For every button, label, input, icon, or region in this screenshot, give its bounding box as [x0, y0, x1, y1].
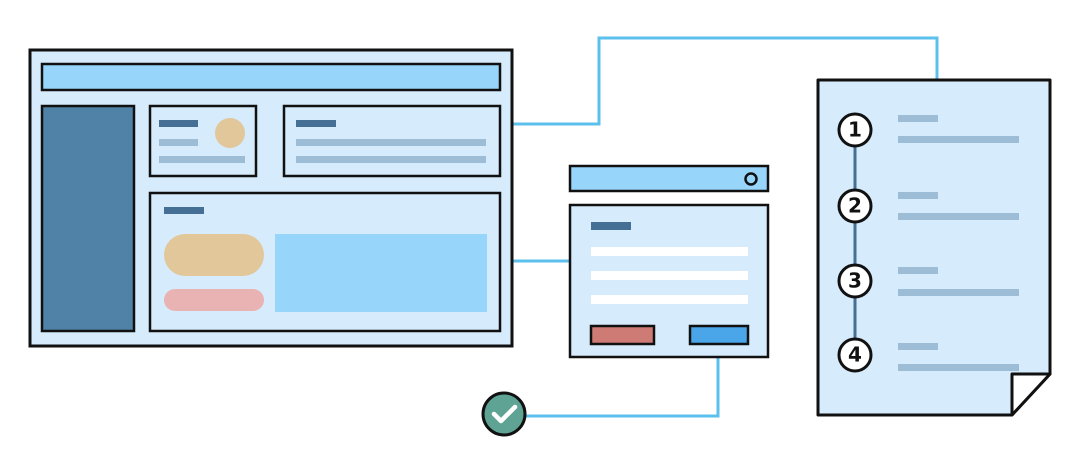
step-number-badge: [837, 112, 873, 148]
step-line: [898, 289, 1019, 296]
step-number: 2: [848, 194, 862, 218]
step-title: [898, 115, 938, 122]
dashboard-header-bar: [40, 62, 502, 92]
success-badge: [481, 391, 527, 437]
form-heading: [591, 222, 631, 230]
step-number: 3: [848, 269, 862, 293]
step-title: [898, 343, 938, 350]
pill-pink[interactable]: [164, 289, 264, 311]
form-field[interactable]: [591, 271, 748, 280]
connector-card-to-document: [502, 36, 939, 126]
info-card: [282, 104, 502, 178]
dashboard-window: [28, 48, 514, 348]
step-line: [898, 364, 1019, 371]
step-title: [898, 192, 938, 199]
step-line: [898, 136, 1019, 143]
check-mark: [491, 404, 518, 424]
content-media-box: [275, 234, 487, 312]
submit-button[interactable]: [688, 324, 750, 346]
profile-card-line: [159, 156, 245, 163]
form-field[interactable]: [591, 247, 748, 256]
form-window: [568, 164, 770, 359]
content-panel: [148, 191, 502, 333]
step-number-badge: [837, 188, 873, 224]
document-step: 3: [837, 263, 1019, 299]
step-number: 4: [848, 343, 862, 367]
document-folded-corner: [1010, 372, 1052, 417]
form-field[interactable]: [591, 295, 748, 304]
profile-card-line: [159, 139, 198, 146]
avatar-icon: [215, 118, 245, 148]
info-card-title: [296, 120, 336, 127]
profile-card: [148, 104, 258, 178]
step-number-badge: [837, 337, 873, 373]
document: 1 2 3 4: [816, 78, 1052, 417]
form-title-bar: [568, 164, 770, 193]
document-step: 1: [837, 112, 1019, 148]
step-title: [898, 267, 938, 274]
step-line: [898, 213, 1019, 220]
info-card-line: [296, 156, 486, 163]
step-number: 1: [848, 118, 862, 142]
document-step: 4: [837, 337, 1019, 373]
content-panel-title: [164, 207, 204, 214]
document-step: 2: [837, 188, 1019, 224]
connector-submit-to-check: [526, 344, 720, 418]
pill-tan[interactable]: [164, 234, 264, 276]
step-number-badge: [837, 263, 873, 299]
info-card-line: [296, 139, 486, 146]
cancel-button[interactable]: [589, 324, 656, 346]
dashboard-sidebar: [40, 104, 136, 333]
circle-icon[interactable]: [744, 172, 758, 186]
profile-card-title: [159, 120, 198, 127]
check-icon: [481, 391, 527, 437]
